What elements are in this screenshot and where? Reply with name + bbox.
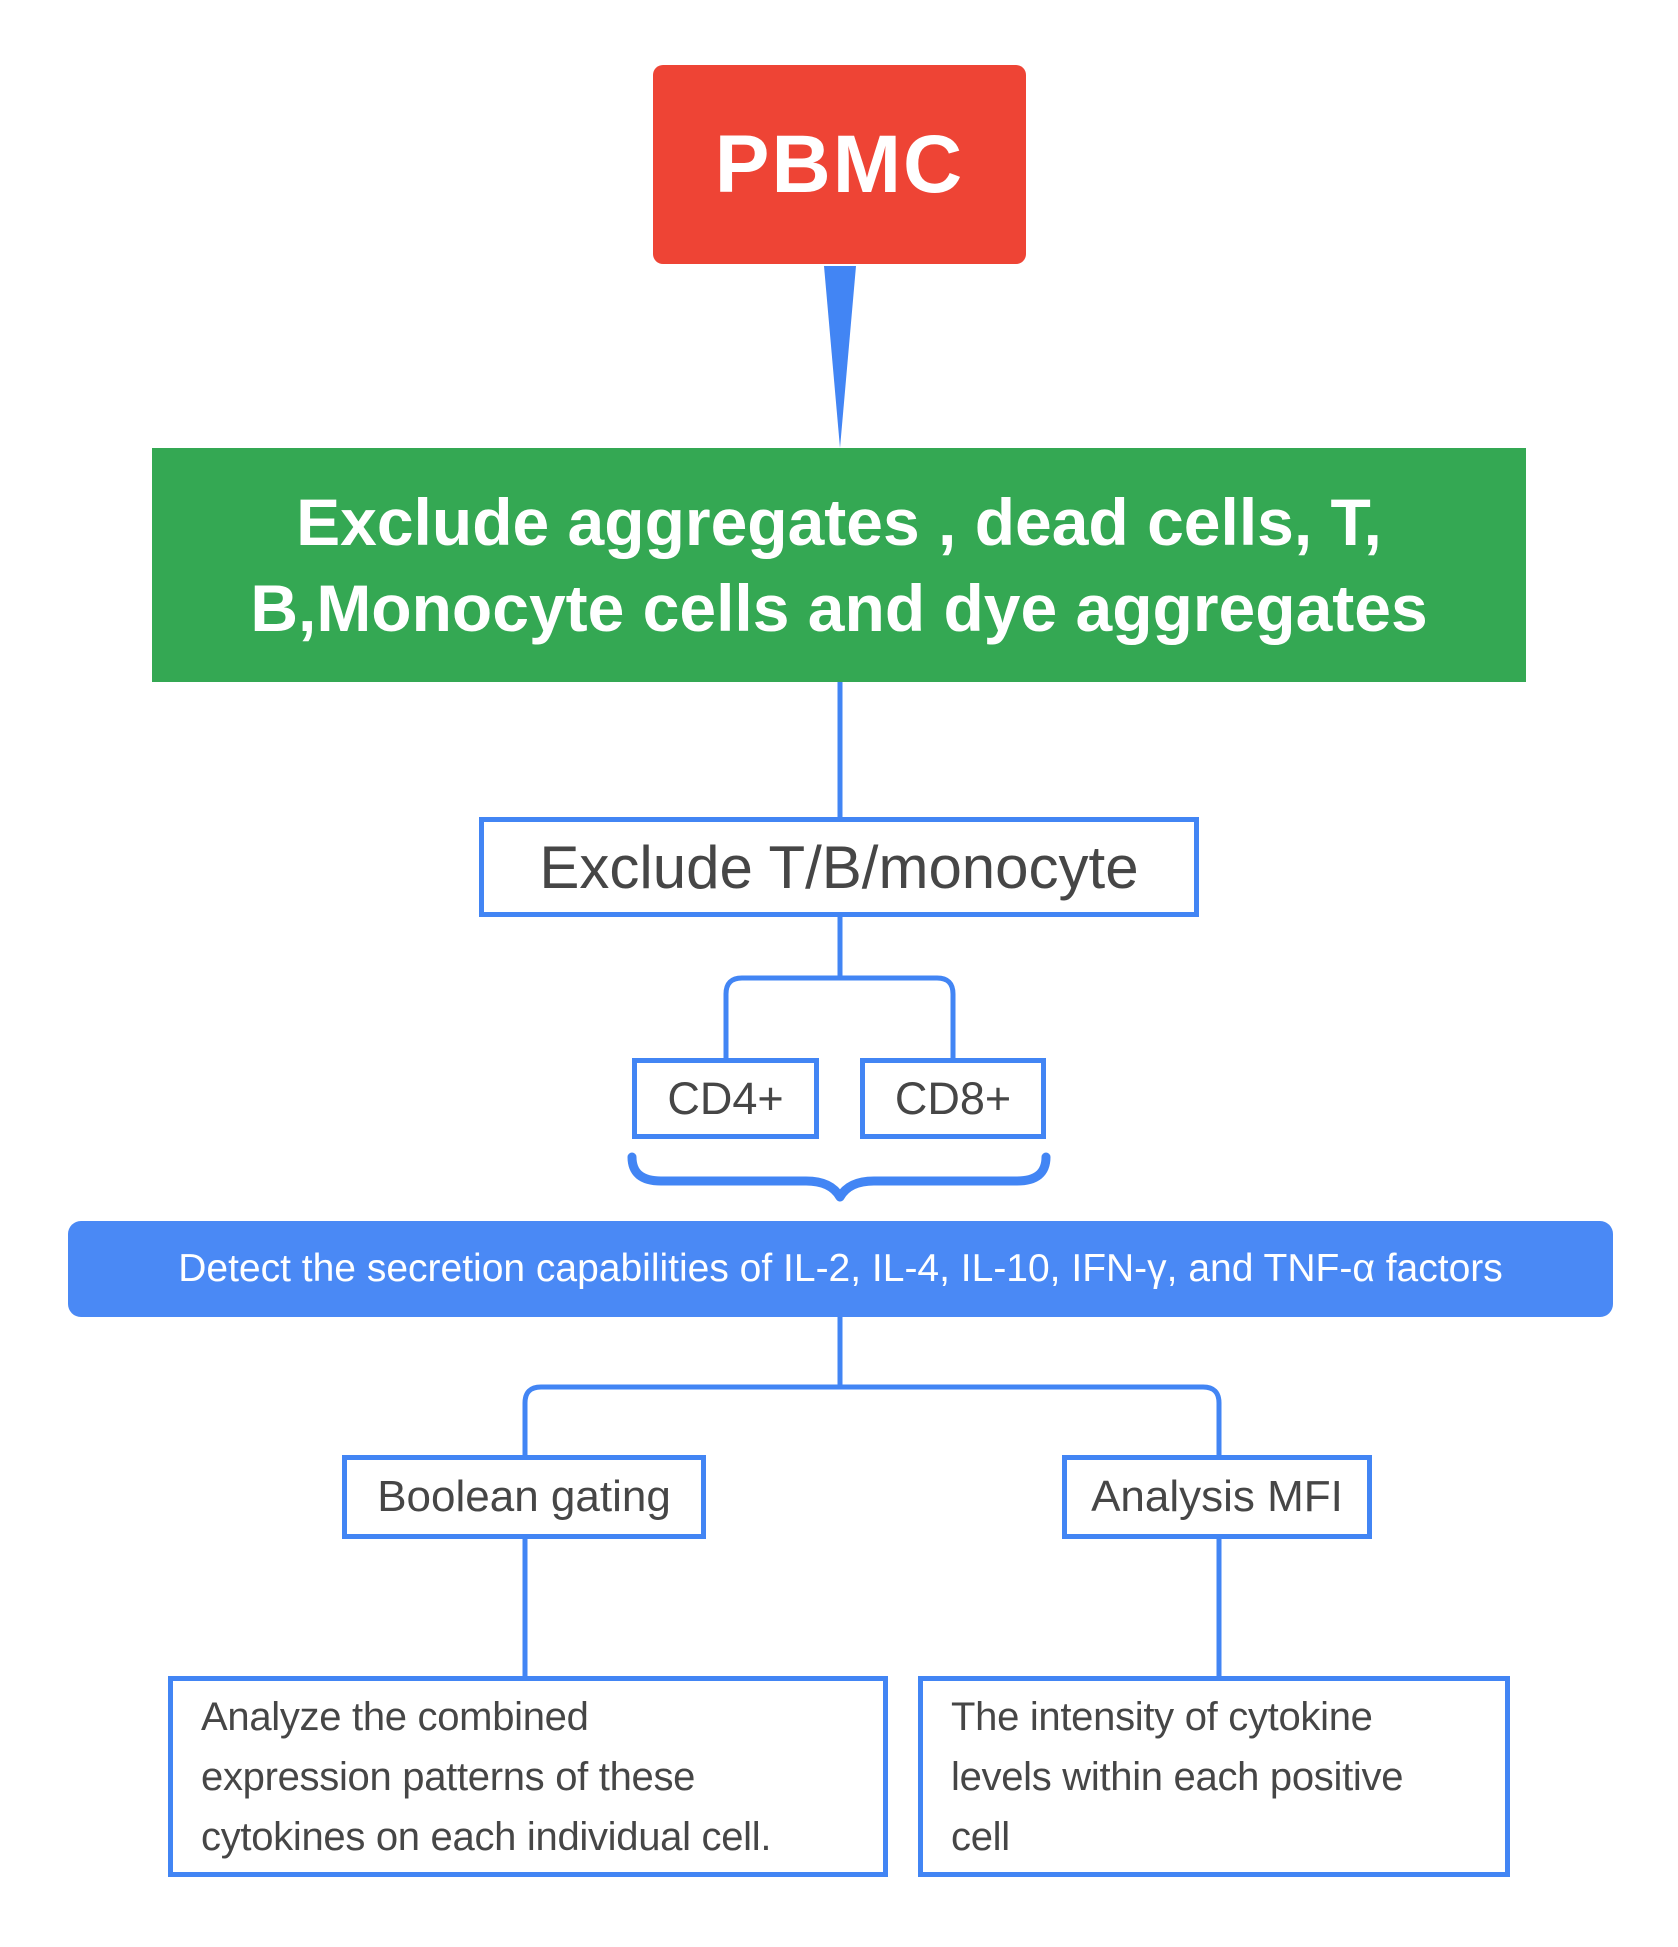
curly-brace: [627, 1152, 1051, 1202]
analysis-mfi-label: Analysis MFI: [1091, 1472, 1343, 1521]
node-analysis-mfi-description: The intensity of cytokine levels within …: [918, 1676, 1510, 1877]
detect-secretion-label: Detect the secretion capabilities of IL-…: [178, 1247, 1503, 1290]
node-analysis-mfi: Analysis MFI: [1062, 1455, 1372, 1539]
cd8-label: CD8+: [894, 1072, 1012, 1124]
boolean-desc-line-2: expression patterns of these: [201, 1754, 696, 1799]
node-cd4: CD4+: [632, 1058, 819, 1139]
boolean-desc-line-3: cytokines on each individual cell.: [201, 1814, 772, 1859]
connector-branch-cd4-cd8: [723, 975, 956, 1058]
node-detect-secretion: Detect the secretion capabilities of IL-…: [68, 1221, 1613, 1317]
node-exclude-tb-monocyte: Exclude T/B/monocyte: [479, 817, 1199, 917]
mfi-desc-line-2: levels within each positive: [951, 1754, 1404, 1799]
boolean-gating-label: Boolean gating: [377, 1472, 671, 1521]
node-cd8: CD8+: [860, 1058, 1046, 1139]
mfi-desc-line-3: cell: [951, 1814, 1010, 1859]
node-boolean-gating: Boolean gating: [342, 1455, 706, 1539]
cd4-label: CD4+: [667, 1072, 784, 1124]
mfi-desc-line-1: The intensity of cytokine: [951, 1694, 1373, 1739]
node-boolean-gating-description: Analyze the combined expression patterns…: [168, 1676, 888, 1877]
exclude-aggregates-line-2: B,Monocyte cells and dye aggregates: [250, 571, 1428, 645]
connector-branch-boolean-mfi: [522, 1384, 1222, 1455]
exclude-tb-monocyte-label: Exclude T/B/monocyte: [539, 833, 1139, 901]
node-pbmc: PBMC: [653, 65, 1026, 264]
boolean-desc-line-1: Analyze the combined: [201, 1694, 589, 1739]
pbmc-label: PBMC: [714, 118, 965, 210]
node-exclude-aggregates: Exclude aggregates , dead cells, T, B,Mo…: [152, 448, 1526, 682]
exclude-aggregates-line-1: Exclude aggregates , dead cells, T,: [296, 485, 1382, 559]
down-arrow-connector: [824, 266, 856, 448]
